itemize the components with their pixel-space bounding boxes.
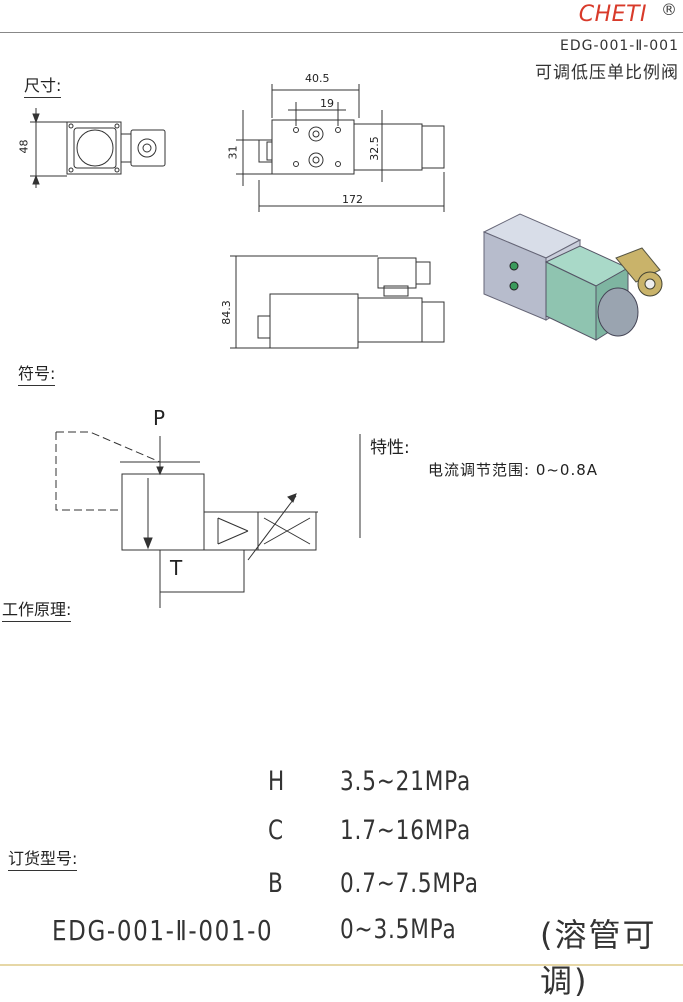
product-title: 可调低压单比例阀 <box>535 63 679 83</box>
dim-width-top: 40.5 <box>305 72 330 85</box>
dim-length: 172 <box>342 193 363 206</box>
brand-logo: CHETI <box>578 2 647 27</box>
section-order: 订货型号: <box>8 845 78 871</box>
order-code-c: C <box>268 815 284 846</box>
order-code-b: B <box>268 868 284 899</box>
section-dimensions: 尺寸: <box>24 72 62 98</box>
order-note: (溶管可调) <box>540 916 657 1000</box>
section-principle: 工作原理: <box>2 596 72 622</box>
side-view <box>230 255 445 349</box>
header-rule <box>0 32 683 33</box>
dim-height-right: 32.5 <box>367 136 381 161</box>
isometric-view <box>482 213 663 341</box>
order-range-h: 3.5~21MPa <box>340 766 472 797</box>
footer-rule <box>0 964 683 966</box>
order-range-c: 1.7~16MPa <box>340 815 472 846</box>
section-symbol: 符号: <box>18 360 56 386</box>
dim-height-left: 31 <box>226 145 240 160</box>
features-text: 电流调节范围: 0~0.8A <box>428 461 599 479</box>
technical-drawings <box>30 84 663 608</box>
port-t-label: T <box>170 556 183 580</box>
top-view <box>236 84 445 212</box>
port-p-label: P <box>153 406 166 430</box>
order-range-b: 0.7~7.5MPa <box>340 868 479 899</box>
dim-height-front: 48 <box>17 139 31 154</box>
dim-width-inner: 19 <box>320 97 334 110</box>
features-label: 特性: <box>370 438 410 458</box>
order-model: EDG-001-Ⅱ-001-0 <box>52 914 274 947</box>
hydraulic-symbol <box>55 431 318 608</box>
order-model-range: 0~3.5MPa <box>340 914 457 945</box>
dim-height-side: 84.3 <box>219 300 233 325</box>
product-code: EDG-001-Ⅱ-001 <box>560 38 679 54</box>
order-code-h: H <box>268 766 286 797</box>
front-view <box>30 108 166 188</box>
registered-mark: ® <box>661 0 677 19</box>
